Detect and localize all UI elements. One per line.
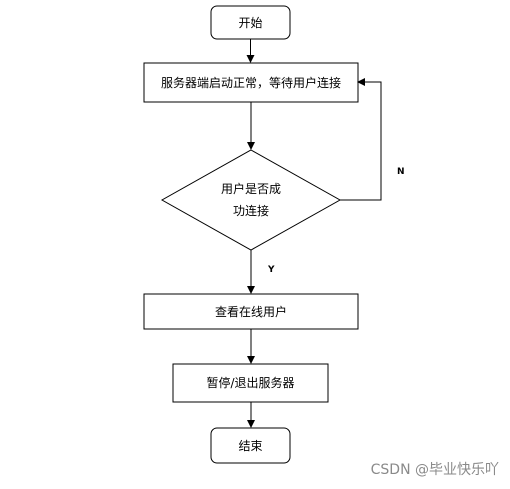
- connection-decision-label-line2: 功连接: [233, 203, 269, 218]
- start-node: 开始: [210, 5, 291, 40]
- start-node-label: 开始: [238, 16, 262, 30]
- end-node: 结束: [210, 427, 291, 464]
- pause-exit-process-label: 暂停/退出服务器: [206, 375, 294, 390]
- edge-label-no: N: [397, 167, 405, 177]
- csdn-watermark: CSDN @毕业快乐吖: [371, 462, 499, 478]
- pause-exit-process: 暂停/退出服务器: [172, 363, 329, 403]
- server-start-process-label: 服务器端启动正常，等待用户连接: [161, 75, 341, 90]
- view-users-process: 查看在线用户: [143, 293, 359, 330]
- end-node-label: 结束: [238, 439, 262, 453]
- view-users-process-label: 查看在线用户: [215, 304, 287, 319]
- connection-decision-label-line1: 用户是否成: [221, 181, 281, 196]
- connection-decision: 用户是否成 功连接: [160, 149, 342, 251]
- edge-label-yes: Y: [267, 265, 275, 275]
- server-start-process: 服务器端启动正常，等待用户连接: [143, 62, 359, 103]
- edge-no-loop: [340, 78, 382, 201]
